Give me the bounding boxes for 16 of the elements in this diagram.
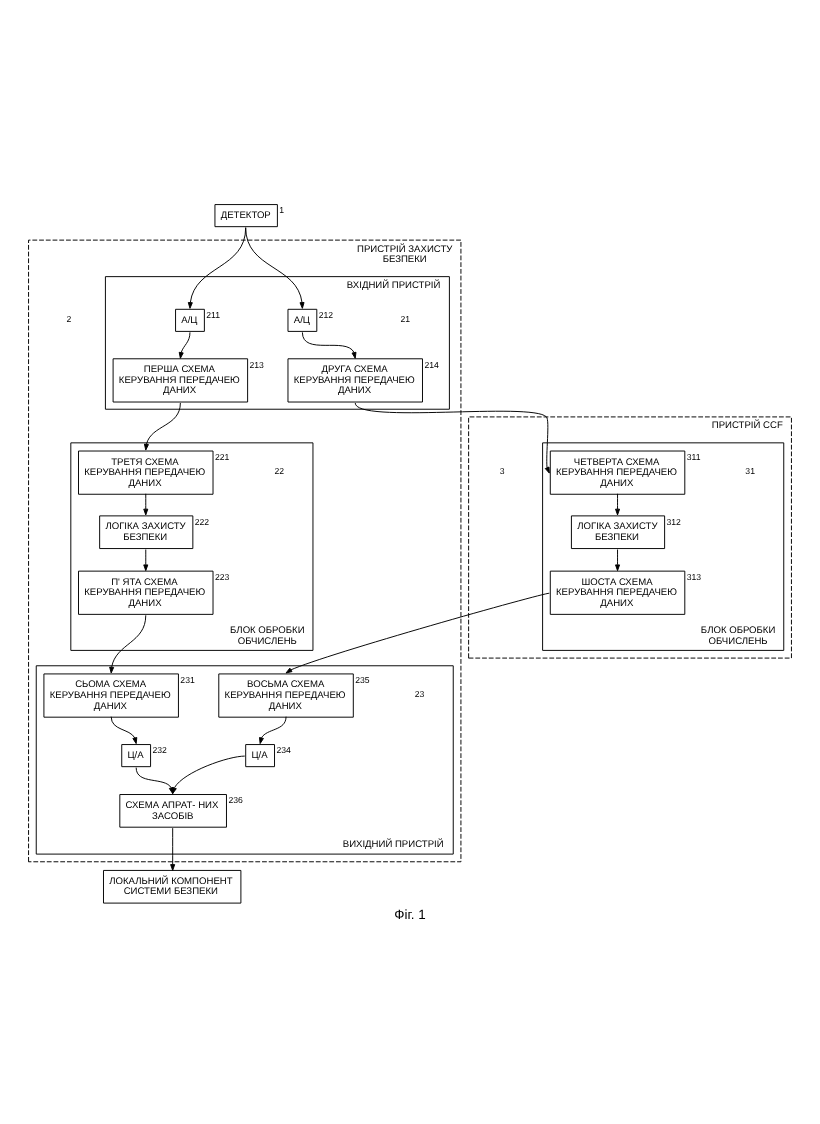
arrow [178,331,191,359]
arrow [143,549,149,572]
arrow [301,331,357,359]
arrow [187,227,247,309]
arrow [171,755,246,795]
arrow [110,716,138,745]
arrow [285,592,550,674]
arrow [354,402,550,474]
arrow [143,493,149,516]
arrow [143,402,181,451]
arrow [245,227,305,309]
arrow [170,827,176,871]
arrow [109,614,147,674]
arrow [615,493,621,516]
arrow [615,549,621,572]
arrow [259,716,287,745]
